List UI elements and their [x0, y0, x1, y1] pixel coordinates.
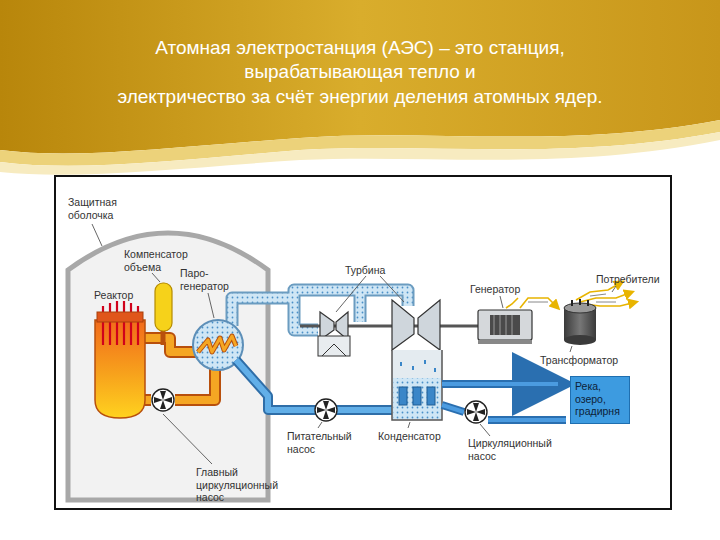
- turbine: [392, 300, 440, 350]
- transformer: [564, 299, 596, 345]
- page-title: Атомная электростанция (АЭС) – это станц…: [0, 36, 720, 109]
- main-pump: [152, 389, 174, 411]
- feed-pump-label: Питательный насос: [287, 430, 357, 455]
- diagram-frame: [55, 176, 671, 509]
- water-body-box: Река, озеро, градирня: [570, 376, 630, 424]
- generator: [478, 310, 532, 344]
- box-text: Река, озеро, градирня: [575, 380, 625, 418]
- reactor: [95, 301, 145, 418]
- pressurizer: [155, 283, 172, 331]
- circulation-pump: [465, 401, 487, 423]
- circulation-pump-label: Циркуляционный насос: [468, 437, 560, 462]
- banner-wave: [0, 120, 720, 166]
- generator-label: Генератор: [470, 283, 540, 296]
- turbine-label: Турбина: [345, 264, 405, 277]
- transformer-label: Трансформатор: [540, 354, 630, 367]
- condenser: [392, 350, 442, 420]
- banner: [0, 0, 720, 153]
- steam-generator-label: Паро-генератор: [180, 267, 236, 292]
- feed-pump: [315, 399, 337, 421]
- condenser-label: Конденсатор: [378, 430, 458, 443]
- leader-line: [92, 224, 616, 464]
- feed-water-line: [236, 360, 405, 420]
- consumers-label: Потребители: [596, 273, 668, 286]
- cooling-water: [442, 384, 566, 420]
- reactor-label: Реактор: [94, 289, 154, 302]
- containment-label: Защитная оболочка: [68, 196, 130, 221]
- power-wire: [506, 282, 636, 308]
- turbine: [318, 312, 350, 356]
- main-pump-label: Главный циркуляционный насос: [196, 466, 288, 504]
- banner-wave: [0, 132, 720, 175]
